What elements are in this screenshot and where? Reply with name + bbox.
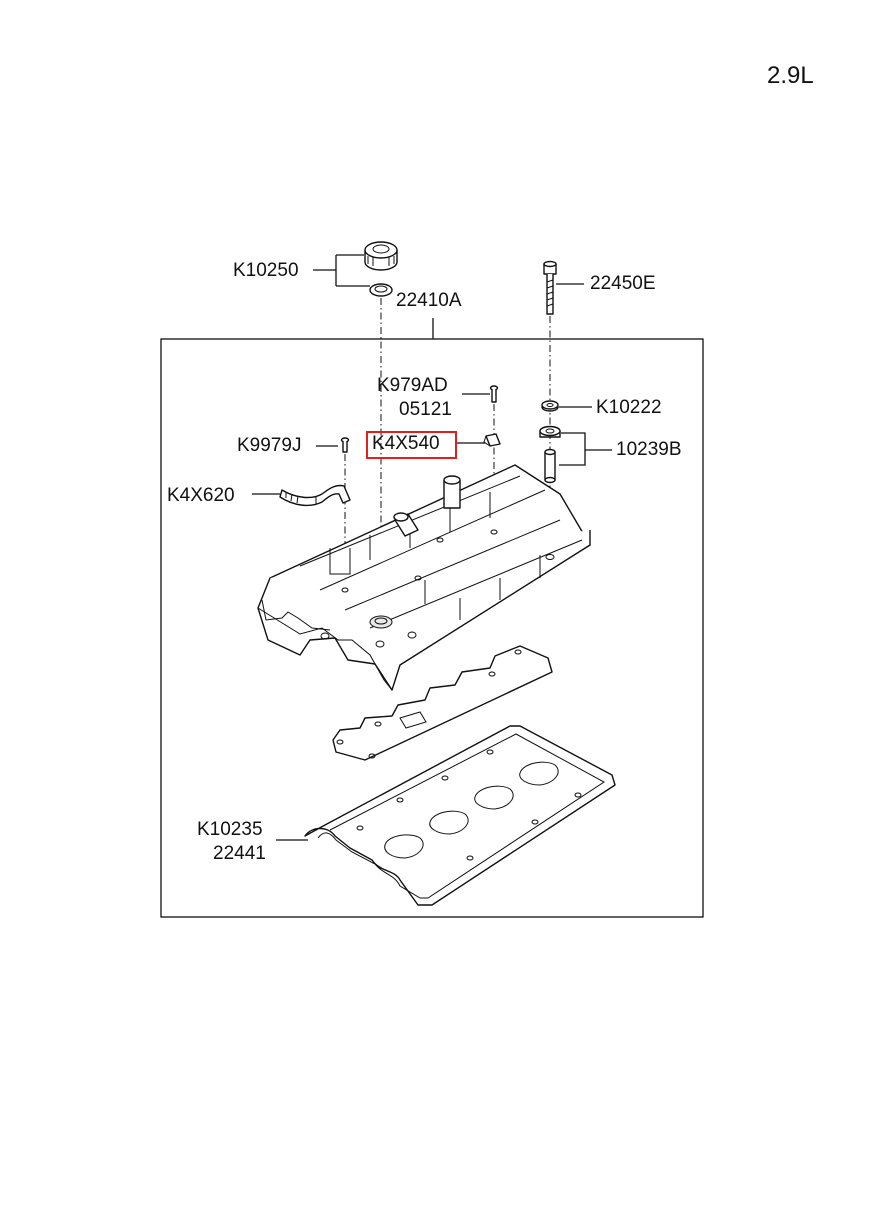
clip-k4x540 (483, 433, 501, 447)
label-22450e[interactable]: 22450E (590, 273, 656, 294)
label-k979ad[interactable]: K979AD (377, 375, 448, 396)
breather-hose (279, 484, 351, 507)
oil-filler-cap (364, 241, 398, 271)
highlight-box (366, 431, 457, 459)
valve-cover (257, 464, 591, 691)
label-05121[interactable]: 05121 (399, 399, 452, 420)
cap-gasket (369, 283, 393, 297)
label-k10250[interactable]: K10250 (233, 260, 299, 281)
bolt-washer (541, 400, 559, 412)
small-bolt-k9979j (340, 437, 350, 453)
baffle-plate (332, 645, 553, 761)
assembly-frame (160, 338, 704, 918)
spacer-sleeve (544, 448, 556, 484)
label-k4x540[interactable]: K4X540 (372, 433, 440, 454)
label-22441[interactable]: 22441 (213, 843, 266, 864)
label-k4x620[interactable]: K4X620 (167, 485, 235, 506)
label-10239b[interactable]: 10239B (616, 439, 682, 460)
small-bolt-k979ad (489, 385, 499, 403)
engine-label: 2.9L (767, 62, 814, 89)
label-k10222[interactable]: K10222 (596, 397, 662, 418)
leader-10239b (559, 432, 612, 466)
cover-bolt (543, 260, 557, 315)
label-k9979j[interactable]: K9979J (237, 435, 302, 456)
label-k10235[interactable]: K10235 (197, 819, 263, 840)
grommet (539, 425, 561, 438)
leader-k10250 (313, 254, 370, 287)
label-22410a[interactable]: 22410A (396, 290, 462, 311)
cover-gasket (304, 725, 616, 906)
